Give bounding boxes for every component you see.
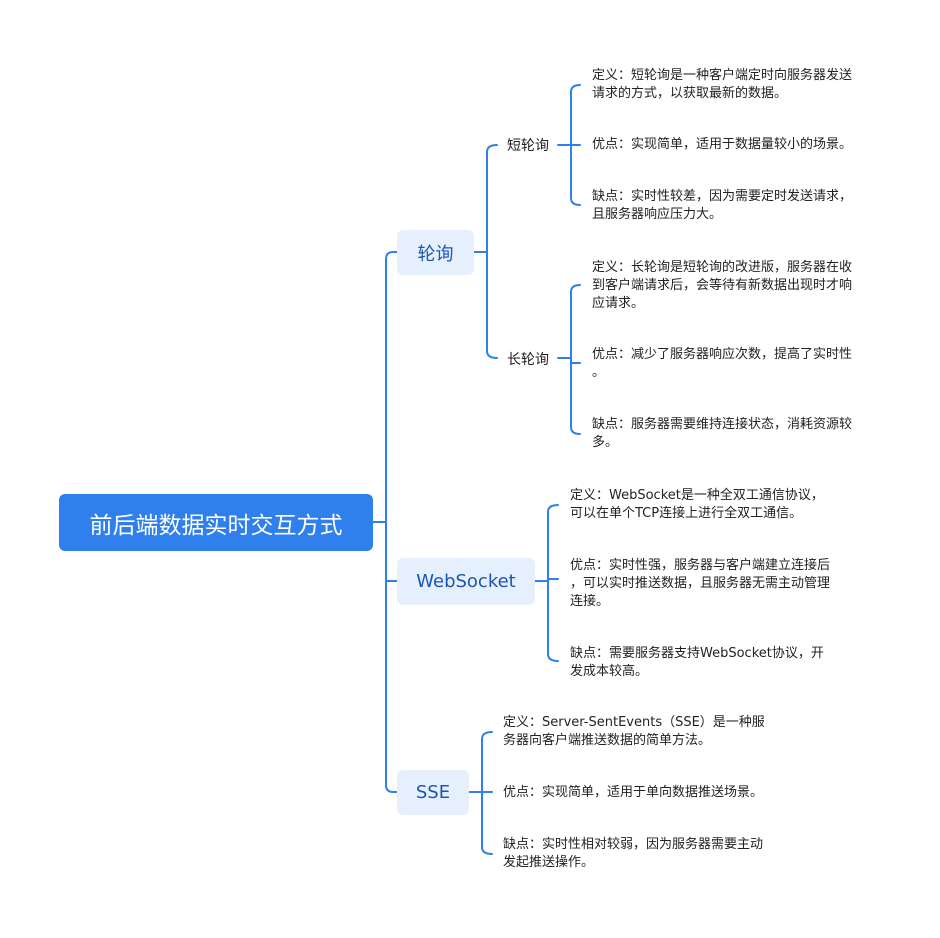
root-node[interactable]: 前后端数据实时交互方式 bbox=[59, 494, 373, 551]
websocket-node[interactable]: WebSocket bbox=[397, 558, 535, 605]
websocket-pros[interactable]: 优点：实时性强，服务器与客户端建立连接后 ，可以实时推送数据，且服务器无需主动管… bbox=[570, 558, 831, 609]
polling-label: 轮询 bbox=[417, 243, 454, 265]
sse-pros[interactable]: 优点：实现简单，适用于单向数据推送场景。 bbox=[503, 785, 764, 800]
sse-label: SSE bbox=[415, 782, 451, 803]
short-polling-definition[interactable]: 定义：短轮询是一种客户端定时向服务器发送 请求的方式，以获取最新的数据。 bbox=[592, 68, 853, 101]
polling-node[interactable]: 轮询 bbox=[397, 230, 474, 275]
link-polling-branches bbox=[486, 144, 498, 359]
websocket-label: WebSocket bbox=[416, 571, 516, 592]
link-ws-branches bbox=[547, 504, 559, 662]
short-polling-cons[interactable]: 缺点：实时性较差，因为需要定时发送请求， 且服务器响应压力大。 bbox=[592, 189, 853, 222]
sse-definition[interactable]: 定义：Server-SentEvents（SSE）是一种服 务器向客户端推送数据… bbox=[503, 715, 765, 748]
long-polling-pros[interactable]: 优点：减少了服务器响应次数，提高了实时性 。 bbox=[592, 347, 853, 380]
long-polling-label: 长轮询 bbox=[507, 352, 549, 368]
link-long-branches bbox=[570, 284, 581, 435]
root-label: 前后端数据实时交互方式 bbox=[89, 512, 343, 539]
short-polling-node[interactable]: 短轮询 bbox=[507, 135, 549, 155]
websocket-cons[interactable]: 缺点：需要服务器支持WebSocket协议，开 发成本较高。 bbox=[570, 646, 824, 679]
short-polling-pros[interactable]: 优点：实现简单，适用于数据量较小的场景。 bbox=[592, 137, 853, 152]
long-polling-definition[interactable]: 定义：长轮询是短轮询的改进版，服务器在收 到客户端请求后，会等待有新数据出现时才… bbox=[592, 260, 853, 311]
link-root-branches bbox=[385, 251, 398, 793]
sse-node[interactable]: SSE bbox=[397, 770, 469, 815]
sse-cons[interactable]: 缺点：实时性相对较弱，因为服务器需要主动 发起推送操作。 bbox=[503, 837, 764, 870]
short-polling-label: 短轮询 bbox=[507, 138, 549, 154]
long-polling-node[interactable]: 长轮询 bbox=[507, 349, 549, 369]
websocket-definition[interactable]: 定义：WebSocket是一种全双工通信协议， 可以在单个TCP连接上进行全双工… bbox=[570, 488, 824, 521]
long-polling-cons[interactable]: 缺点：服务器需要维持连接状态，消耗资源较 多。 bbox=[592, 417, 853, 450]
